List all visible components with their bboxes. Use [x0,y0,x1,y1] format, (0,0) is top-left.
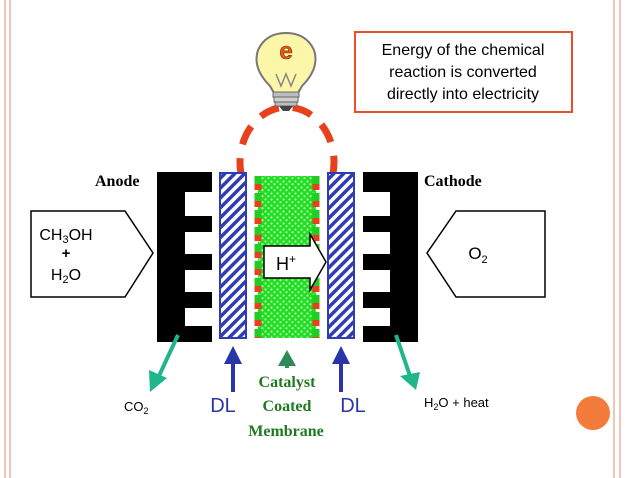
dl-right-label: DL [340,395,366,417]
catalyst-label-1: Catalyst [259,374,317,391]
frame-line-left-b [9,0,11,478]
caption-box: Energy of the chemical reaction is conve… [354,31,573,113]
lightbulb-icon: e [255,31,317,111]
co2-exhaust-arrow [149,334,180,392]
dl-left-label: DL [210,395,236,417]
caption-line-2: reaction is converted [389,64,537,81]
h2o-heat-label: H2O + heat [424,395,489,412]
oxygen-label: O2 [468,244,487,266]
catalyst-label-2: Coated [263,398,312,415]
proton-label: H+ [276,252,296,274]
arrow-up-icon [224,346,242,392]
catalyst-label-3: Membrane [248,423,324,440]
diffusion-layer-left [219,172,247,339]
frame-line-right-b [619,0,621,478]
caption-line-3: directly into electricity [387,86,539,103]
oxygen-input-arrow: O2 [426,210,546,298]
anode-label: Anode [95,173,139,190]
bulb-letter: e [279,38,292,65]
fuel-line-2: + [62,245,71,262]
frame-line-left-a [4,0,6,478]
frame-line-right-a [613,0,615,478]
accent-circle [576,396,610,430]
caption-line-1: Energy of the chemical [382,42,545,59]
cathode-electrode [363,172,418,342]
h2o-exhaust-arrow [394,334,420,390]
fuel-line-1: CH3OH [39,227,92,246]
proton-arrow: H+ [263,231,327,293]
arrow-up-icon [278,350,296,368]
fuel-line-3: H2O [51,267,81,286]
cathode-label: Cathode [424,173,482,190]
fuel-input-arrow: CH3OH + H2O [30,210,154,298]
anode-electrode [157,172,212,342]
diffusion-layer-right [327,172,355,339]
arrow-up-icon [332,346,350,392]
co2-label: CO2 [124,399,149,416]
external-circuit [236,103,338,179]
